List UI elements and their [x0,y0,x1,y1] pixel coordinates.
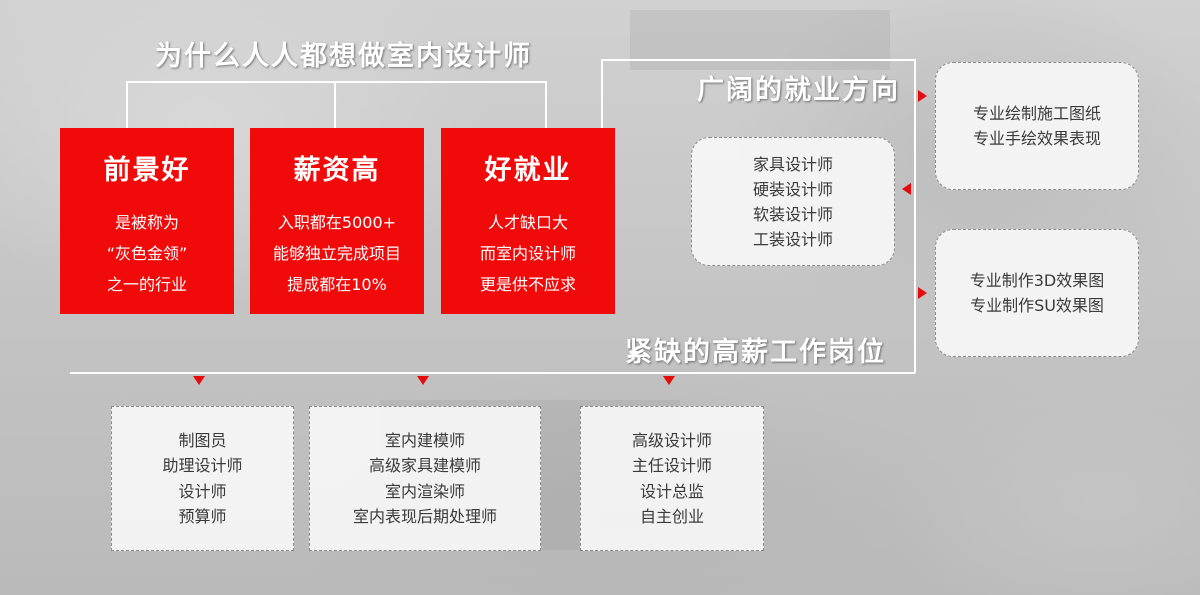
reason-line: 入职都在5000+ [277,213,397,232]
arrow-down-icon [663,376,675,385]
reason-line: 是被称为 [114,213,179,232]
reason-line: 而室内设计师 [479,244,576,263]
reason-box-prospects: 前景好 是被称为 “灰色金领” 之一的行业 [60,128,234,314]
arrow-right-icon [918,90,927,102]
arrow-down-icon [193,376,205,385]
direction-item: 专业制作SU效果图 [970,296,1104,315]
reason-line: “灰色金领” [106,244,188,263]
direction-card-drawing: 专业绘制施工图纸 专业手绘效果表现 [935,62,1139,190]
job-item: 室内表现后期处理师 [352,507,497,526]
direction-item: 工装设计师 [752,229,833,249]
jobs-title: 紧缺的高薪工作岗位 [625,337,886,368]
job-item: 主任设计师 [631,456,712,475]
job-card-junior: 制图员 助理设计师 设计师 预算师 [111,406,294,551]
reason-line: 之一的行业 [106,275,187,294]
reason-line: 人才缺口大 [487,213,568,232]
arrow-right-icon [918,287,927,299]
job-item: 预算师 [178,507,227,526]
reason-box-employment: 好就业 人才缺口大 而室内设计师 更是供不应求 [441,128,615,314]
reason-line: 提成都在10% [287,275,387,294]
direction-card-rendering: 专业制作3D效果图 专业制作SU效果图 [935,229,1139,357]
reason-line: 能够独立完成项目 [272,244,401,263]
reason-heading: 薪资高 [293,155,381,186]
direction-item: 软装设计师 [752,204,833,224]
reason-heading: 好就业 [484,155,572,186]
job-item: 高级设计师 [631,430,712,450]
directions-frame-line [601,59,916,373]
job-item: 助理设计师 [162,456,243,475]
job-card-modeling: 室内建模师 高级家具建模师 室内渲染师 室内表现后期处理师 [309,406,541,551]
arrow-left-icon [902,183,911,195]
direction-item: 硬装设计师 [752,179,833,199]
arrow-down-icon [417,376,429,385]
job-card-senior: 高级设计师 主任设计师 设计总监 自主创业 [580,406,764,551]
job-item: 设计师 [178,481,227,501]
job-item: 自主创业 [639,507,704,526]
job-item: 高级家具建模师 [368,456,481,475]
top-bracket-line [126,81,547,128]
direction-card-designers: 家具设计师 硬装设计师 软装设计师 工装设计师 [691,137,895,266]
direction-item: 家具设计师 [752,154,833,174]
direction-item: 专业绘制施工图纸 [972,104,1101,123]
job-item: 制图员 [178,430,227,450]
reason-heading: 前景好 [103,155,191,186]
direction-item: 专业手绘效果表现 [972,129,1101,148]
job-item: 室内建模师 [384,430,465,450]
job-item: 设计总监 [639,481,704,501]
job-item: 室内渲染师 [384,481,465,501]
direction-item: 专业制作3D效果图 [969,271,1105,290]
reason-box-salary: 薪资高 入职都在5000+ 能够独立完成项目 提成都在10% [250,128,424,314]
reason-line: 更是供不应求 [479,275,576,294]
main-title: 为什么人人都想做室内设计师 [155,41,532,72]
directions-title: 广阔的就业方向 [697,75,900,106]
